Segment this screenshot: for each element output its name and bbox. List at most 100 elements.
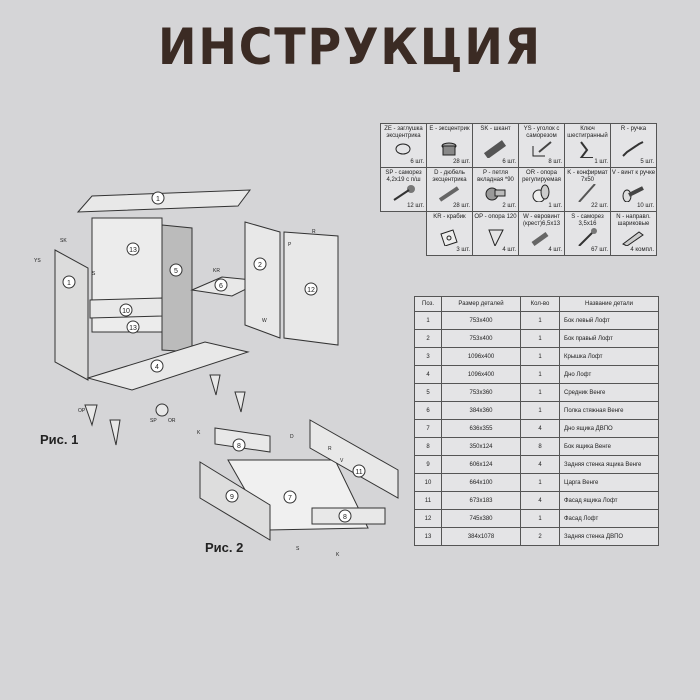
hardware-cell: OP - опора 120 4 шт. xyxy=(472,211,519,256)
adjustable-foot xyxy=(155,403,169,417)
part-qty: 1 xyxy=(520,347,560,366)
part-name: Фасад Лофт xyxy=(559,509,659,528)
hardware-qty: 4 шт. xyxy=(502,247,516,253)
part-name: Средник Венге xyxy=(559,383,659,402)
mark: K xyxy=(336,552,340,558)
part-size: 606х124 xyxy=(441,455,521,474)
mark: S xyxy=(92,271,96,277)
hardware-cell: R - ручка 5 шт. xyxy=(610,123,657,168)
part-size: 1096х400 xyxy=(441,347,521,366)
mark: K xyxy=(197,430,201,436)
hardware-name: Ключ шестигранный xyxy=(567,126,608,139)
part-size: 745х380 xyxy=(441,509,521,528)
hardware-name: KR - крабик xyxy=(433,214,466,220)
handle-icon xyxy=(622,141,644,157)
hardware-cell: KR - крабик 3 шт. xyxy=(426,211,473,256)
header-name: Название детали xyxy=(559,296,659,312)
mark: SK xyxy=(60,238,67,244)
part-name: Бок левый Лофт xyxy=(559,311,659,330)
eccentric-dowel-icon xyxy=(438,186,460,202)
part-name: Фасад ящика Лофт xyxy=(559,491,659,510)
hardware-qty: 5 шт. xyxy=(640,159,654,165)
mark: SP xyxy=(150,418,157,424)
parts-header-row: Поз. Размер деталей Кол-во Название дета… xyxy=(414,296,659,312)
hardware-name: ZE - заглушка эксцентрика xyxy=(384,126,423,139)
part-qty: 1 xyxy=(520,383,560,402)
part-name: Бок ящика Венге xyxy=(559,437,659,456)
hardware-qty: 8 шт. xyxy=(548,159,562,165)
figure-2-label: Рис. 2 xyxy=(205,540,244,555)
part-qty: 4 xyxy=(520,419,560,438)
part-name: Полка стяжная Венге xyxy=(559,401,659,420)
part-qty: 1 xyxy=(520,329,560,348)
mark: OP xyxy=(78,408,86,414)
hardware-qty: 6 шт. xyxy=(410,159,424,165)
mark: D xyxy=(290,434,294,440)
hardware-name: SP - саморез 4,2х19 с п/ш xyxy=(385,170,422,183)
leg xyxy=(209,374,221,396)
mark: YS xyxy=(34,258,41,264)
part-size: 673х183 xyxy=(441,491,521,510)
part-label: 10 xyxy=(122,308,130,315)
hardware-name: SK - шкант xyxy=(480,126,511,132)
part-qty: 1 xyxy=(520,401,560,420)
hardware-qty: 22 шт. xyxy=(591,203,608,209)
part-label: 7 xyxy=(288,495,292,502)
hardware-qty: 10 шт. xyxy=(637,203,654,209)
part-size: 384х360 xyxy=(441,401,521,420)
hardware-name: OP - опора 120 xyxy=(474,214,517,220)
wood-screw-icon xyxy=(578,228,597,246)
part-label: 4 xyxy=(155,364,159,371)
mark: KR xyxy=(213,268,220,274)
panel-middle xyxy=(161,224,193,353)
hardware-qty: 12 шт. xyxy=(407,203,424,209)
part-label: 9 xyxy=(230,494,234,501)
part-label: 8 xyxy=(237,443,241,450)
hardware-qty: 1 шт. xyxy=(548,203,562,209)
hardware-name: R - ручка xyxy=(620,126,647,132)
part-name: Дно Лофт xyxy=(559,365,659,384)
hardware-qty: 28 шт. xyxy=(453,159,470,165)
confirmat-icon xyxy=(578,184,596,202)
part-label: 13 xyxy=(129,325,137,332)
leg xyxy=(109,419,121,446)
part-size: 664х100 xyxy=(441,473,521,492)
mark: R xyxy=(312,229,316,235)
mark: W xyxy=(262,318,267,324)
part-size: 384х1078 xyxy=(441,527,521,546)
parts-table: Поз. Размер деталей Кол-во Название дета… xyxy=(414,296,659,546)
part-pos: 3 xyxy=(414,347,442,366)
hardware-name: K - конфирмат 7х50 xyxy=(567,170,608,183)
eccentric-icon xyxy=(441,142,457,156)
part-label: 1 xyxy=(156,196,160,203)
hardware-name: S - саморез 3,5х16 xyxy=(571,214,604,227)
screw-icon xyxy=(393,185,415,201)
part-size: 753х400 xyxy=(441,311,521,330)
panel-left-side xyxy=(54,249,89,381)
hardware-name: YS - уголок с саморезом xyxy=(523,126,560,139)
hardware-qty: 28 шт. xyxy=(453,203,470,209)
mark: P xyxy=(288,242,292,248)
part-label: 2 xyxy=(258,262,262,269)
panel-bottom xyxy=(86,341,250,391)
hardware-name: OR - опора регулируемая xyxy=(522,170,561,183)
hardware-cell: OR - опора регулируемая 1 шт. xyxy=(518,167,565,212)
hinge-icon xyxy=(485,187,506,201)
hardware-name: N - направл. шариковые xyxy=(616,214,651,227)
hardware-qty: 3 шт. xyxy=(456,247,470,253)
part-name: Дно ящика ДВПО xyxy=(559,419,659,438)
mark: S xyxy=(296,546,300,552)
part-label: 8 xyxy=(343,514,347,521)
part-label: 6 xyxy=(219,283,223,290)
drawer-front xyxy=(309,419,399,499)
